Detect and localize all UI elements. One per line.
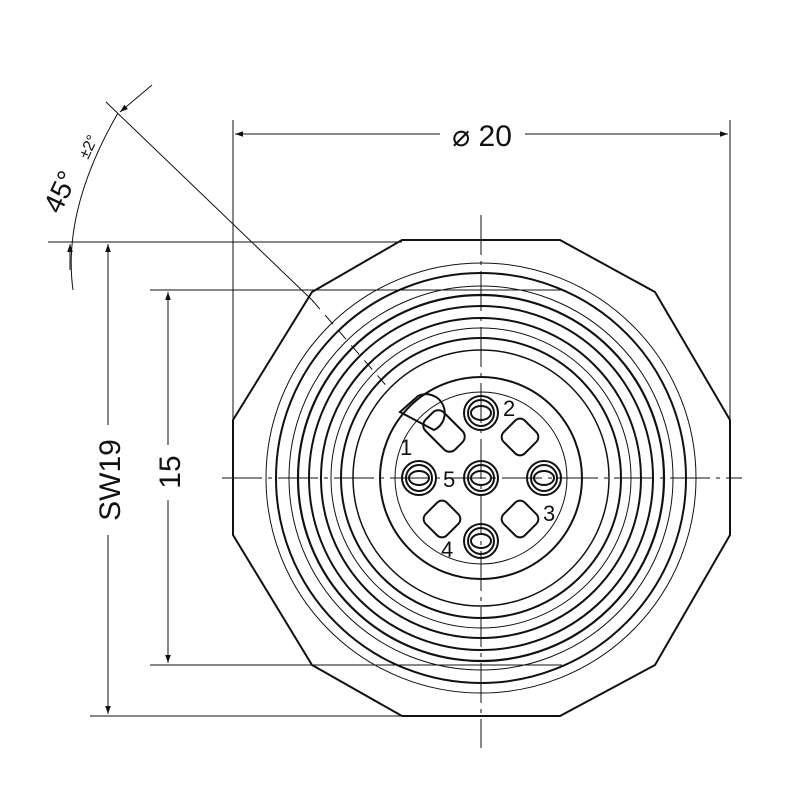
angle-tolerance-label: ±2° — [76, 133, 102, 162]
coding-keys — [398, 393, 540, 539]
pin-label-3: 3 — [543, 501, 555, 526]
pin-label-1: 1 — [400, 435, 412, 460]
pin-label-5: 5 — [443, 467, 455, 492]
height-dimension-label: 15 — [154, 455, 187, 488]
wrench-size-label: SW19 — [94, 439, 127, 521]
angle-label: 45° — [37, 166, 83, 217]
pin-3 — [526, 460, 562, 496]
diameter-dimension-label: ⌀ 20 — [452, 120, 512, 153]
dimension-lines — [67, 84, 728, 714]
extension-lines — [48, 101, 731, 717]
pin-5 — [463, 460, 499, 496]
pin-1 — [401, 460, 437, 496]
pin-4 — [463, 523, 499, 559]
pin-label-4: 4 — [441, 537, 453, 562]
contact-pins — [401, 395, 562, 559]
center-lines — [222, 215, 742, 748]
pin-2 — [463, 395, 499, 431]
pin-label-2: 2 — [503, 396, 515, 421]
